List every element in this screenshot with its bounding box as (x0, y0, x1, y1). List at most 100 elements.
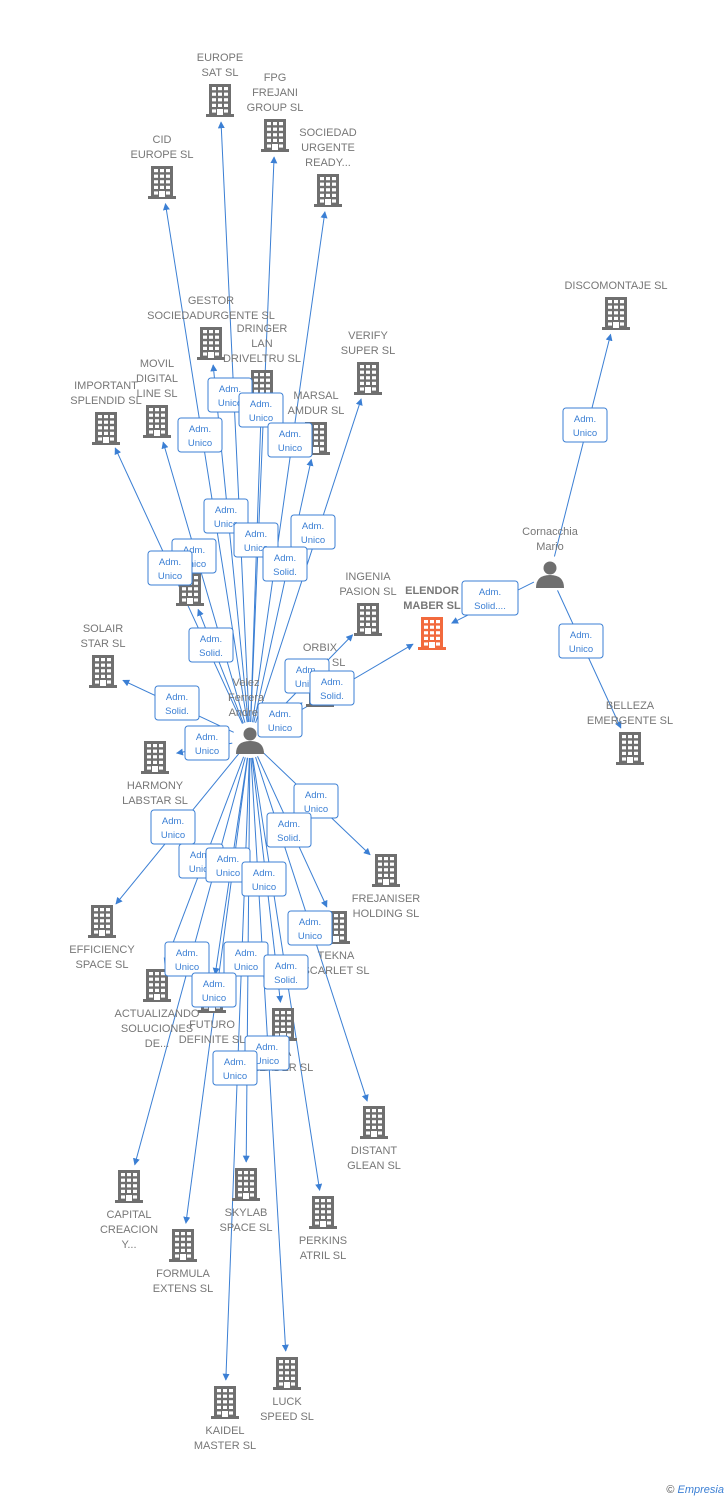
relation-label-cid-velez[interactable]: Adm.Unico (177, 417, 223, 453)
company-name-line: Y... (121, 1239, 136, 1251)
building-icon (360, 1106, 388, 1139)
building-icon (115, 1170, 143, 1203)
company-name-line: SOCIEDAD (299, 127, 357, 139)
relation-label-elendor-velez[interactable]: Adm.Solid. (309, 670, 355, 706)
relation-label-skylab-velez[interactable]: Adm.Unico (223, 941, 269, 977)
company-name-line: DRIVELTRU SL (223, 353, 301, 365)
relation-label-line: Unico (234, 962, 258, 973)
relation-label-tekna-velez[interactable]: Adm.Solid. (266, 812, 312, 848)
building-icon (309, 1196, 337, 1229)
relation-label-box (150, 809, 196, 845)
relation-label-frejaniser-velez[interactable]: Adm.Unico (293, 783, 339, 819)
relation-label-line: Adm. (196, 732, 218, 743)
relation-label-box (164, 941, 210, 977)
relation-label-line: Adm. (274, 553, 296, 564)
relation-label-leader-velez[interactable]: Adm.Unico (241, 861, 287, 897)
company-name-line: LUCK (272, 1396, 302, 1408)
relation-label-fpg-velez[interactable]: Adm.Unico (238, 392, 284, 428)
footer-brand[interactable]: ©Empresia (666, 1484, 724, 1496)
relation-label-line: Adm. (250, 399, 272, 410)
relation-label-line: Unico (223, 1071, 247, 1082)
relation-label-capital-velez[interactable]: Adm.Unico (164, 941, 210, 977)
relation-label-line: Adm. (570, 630, 592, 641)
relation-label-efficiency-velez[interactable]: Adm.Unico (150, 809, 196, 845)
relation-label-line: Unico (189, 864, 213, 875)
company-name-line: INGENIA (345, 571, 391, 583)
relation-label-wo-velez[interactable]: Adm.Solid. (188, 627, 234, 663)
person-icon (236, 727, 264, 754)
relation-label-line: Solid. (277, 833, 301, 844)
company-name-line: DE... (145, 1038, 169, 1050)
company-name-line: SUPER SL (341, 345, 395, 357)
relation-label-sociedad_urgente-velez[interactable]: Adm.Unico (267, 422, 313, 458)
building-icon (211, 1386, 239, 1419)
relation-label-line: Adm. (574, 414, 596, 425)
company-name-line: SCARLET SL (302, 965, 369, 977)
relation-label-line: Adm. (183, 545, 205, 556)
relation-label-perkins-velez[interactable]: Adm.Solid. (263, 954, 309, 990)
company-name-line: LABSTAR SL (122, 795, 188, 807)
relation-label-line: Unico (573, 428, 597, 439)
company-name-line: DISTANT (351, 1145, 398, 1157)
edge-cornacchia-to-discomontaje (553, 333, 613, 557)
company-node-actualizando[interactable]: ACTUALIZANDOSOLUCIONESDE... (115, 969, 200, 1050)
relation-label-important-velez[interactable]: Adm. Unico (147, 550, 193, 586)
person-icon (536, 561, 564, 588)
company-name-line: HARMONY (127, 780, 184, 792)
relation-label-line: Adm. (299, 917, 321, 928)
company-name-line: VERIFY (348, 330, 388, 342)
relation-label-line: Adm. (190, 850, 212, 861)
relation-label-solair-velez[interactable]: Adm.Solid. (154, 685, 200, 721)
company-node-verify[interactable]: VERIFY SUPER SL (341, 330, 395, 395)
relation-label-belleza-cornacchia[interactable]: Adm.Unico (558, 623, 604, 659)
company-node-discomontaje[interactable]: DISCOMONTAJE SL (564, 280, 668, 330)
relation-label-elendor-cornacchia[interactable]: Adm.Solid.... (461, 580, 519, 616)
relation-label-marsal-velez[interactable]: Adm.Solid. (262, 546, 308, 582)
relation-label-line: Adm. (159, 557, 181, 568)
relation-label-line: Unico (301, 535, 325, 546)
relation-label-harmony-velez[interactable]: Adm.Unico (184, 725, 230, 761)
relation-label-line: Adm. (296, 665, 318, 676)
relation-label-line: Unico (158, 571, 182, 582)
relation-label-line: Unico (216, 868, 240, 879)
building-icon (148, 166, 176, 199)
company-node-capital[interactable]: CAPITALCREACIONY... (100, 1170, 158, 1251)
relation-label-discomontaje-cornacchia[interactable]: Adm. Unico (562, 407, 608, 443)
company-name-line: ELENDOR (405, 585, 459, 597)
company-name-line: STAR SL (80, 638, 125, 650)
company-node-sociedad_urgente[interactable]: SOCIEDADURGENTEREADY... (299, 127, 357, 207)
company-node-harmony[interactable]: HARMONY LABSTAR SL (122, 741, 188, 807)
company-name-line: KAIDEL (205, 1425, 244, 1437)
edge-cornacchia-to-belleza (557, 590, 622, 729)
relation-label-distant-velez[interactable]: Adm.Unico (287, 910, 333, 946)
company-name-line: URGENTE (301, 142, 355, 154)
relation-label-line: Unico (295, 679, 319, 690)
company-name-line: DISCOMONTAJE SL (564, 280, 667, 292)
relation-label-orbix-velez[interactable]: Adm.Unico (257, 702, 303, 738)
relation-label-formula-velez[interactable]: Adm.Unico (191, 972, 237, 1008)
relation-label-kaidel-velez[interactable]: Adm.Unico (212, 1050, 258, 1086)
relation-label-verify-velez[interactable]: Adm.Unico (290, 514, 336, 550)
relation-label-line: Unico (182, 559, 206, 570)
